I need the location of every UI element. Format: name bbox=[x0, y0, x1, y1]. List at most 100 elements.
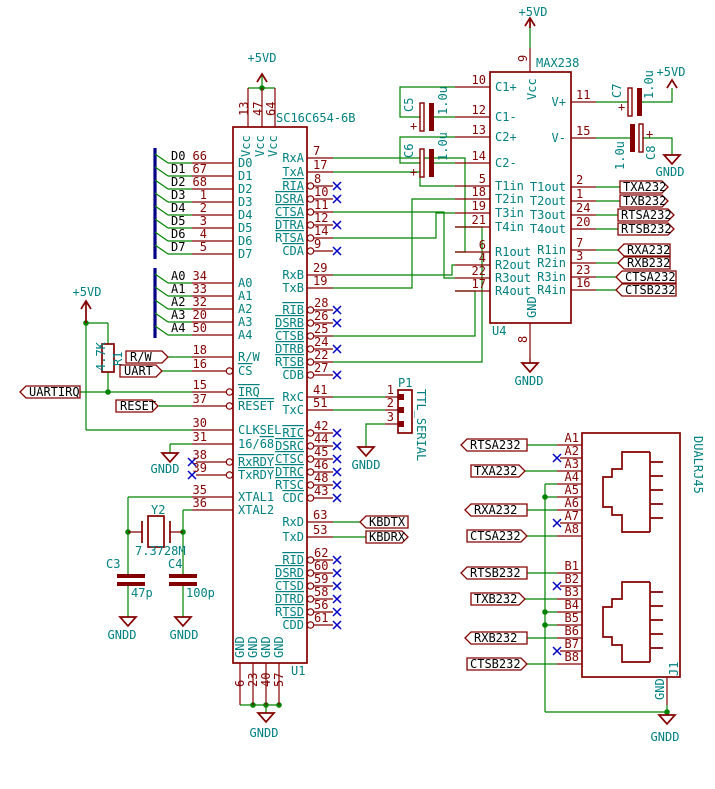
global-label-uart[interactable]: UART bbox=[119, 364, 163, 378]
power-flag-gndd-c3[interactable]: GNDD bbox=[108, 616, 138, 642]
global-label-uartirq[interactable]: UARTIRQ bbox=[19, 385, 81, 399]
pin-number: 45 bbox=[314, 445, 328, 459]
pin-number: 14 bbox=[314, 224, 328, 238]
pin-number: 6 bbox=[233, 680, 247, 687]
power-flag-gndd-j1[interactable]: GNDD bbox=[651, 714, 680, 744]
pin-name: A0 bbox=[238, 276, 252, 290]
pin-name: T1in bbox=[495, 179, 524, 193]
pin-name: RxC bbox=[282, 390, 304, 404]
pin-number: 39 bbox=[193, 461, 207, 475]
pin-number: 57 bbox=[272, 673, 286, 687]
r1-resistor[interactable]: 4.7K R1 bbox=[94, 341, 125, 373]
power-flag-5vd-c7[interactable]: +5VD bbox=[657, 65, 686, 89]
global-label-rtsa232-j1[interactable]: RTSA232 bbox=[460, 438, 528, 452]
net-label: D3 bbox=[171, 188, 185, 202]
value: TTL_SERIAL bbox=[414, 389, 428, 461]
wire-segments[interactable] bbox=[80, 28, 673, 715]
pin-name: R2in bbox=[537, 256, 566, 270]
power-label: GNDD bbox=[656, 165, 685, 179]
global-label-rtsa232-u4[interactable]: RTSA232 bbox=[617, 208, 675, 222]
global-label-rtsb232-j1[interactable]: RTSB232 bbox=[460, 566, 528, 580]
pin-name: RTSC bbox=[275, 478, 304, 492]
power-flag-gndd-p1[interactable]: GNDD bbox=[352, 446, 381, 472]
value: 100p bbox=[186, 586, 215, 600]
global-label-ctsa232-j1[interactable]: CTSA232 bbox=[466, 529, 528, 543]
global-label-rxa232-u4[interactable]: RXA232 bbox=[617, 243, 671, 257]
pin-number: 28 bbox=[314, 296, 328, 310]
pin-number: 5 bbox=[479, 172, 486, 186]
no-connect-marks bbox=[187, 181, 562, 656]
global-label-txa232-j1[interactable]: TXA232 bbox=[470, 464, 526, 478]
pin-number: 24 bbox=[576, 201, 590, 215]
global-label-rxa232-j1[interactable]: RXA232 bbox=[464, 503, 528, 517]
pin-name: GND bbox=[233, 636, 247, 658]
value: 1.0u bbox=[613, 141, 627, 170]
u1-sc16c654-ic[interactable]: SC16C654-6B U1 66 67 68 1 2 3 4 5 34 33 … bbox=[192, 88, 355, 705]
pin-number: 36 bbox=[193, 496, 207, 510]
j1-dualrj45-connector[interactable]: A1 A2 A3 A4 A5 A6 A7 A8 B1 B2 B3 B4 B5 B… bbox=[557, 431, 705, 705]
pin-name: CDC bbox=[282, 491, 304, 505]
global-label-rxb232-j1[interactable]: RXB232 bbox=[464, 631, 528, 645]
pin-number: B7 bbox=[565, 637, 579, 651]
u4-max238-ic[interactable]: MAX238 U4 10 12 13 14 5 18 19 21 6 4 22 … bbox=[455, 48, 596, 363]
pin-name: C2- bbox=[495, 156, 517, 170]
global-label-rw[interactable]: R/W bbox=[125, 350, 169, 364]
global-label-kbdrx[interactable]: KBDRX bbox=[365, 530, 409, 544]
power-flag-gndd-u1[interactable]: GNDD bbox=[250, 712, 279, 740]
polarity-plus: + bbox=[410, 165, 417, 179]
power-flag-gndd-c4[interactable]: GNDD bbox=[170, 616, 199, 642]
p1-ttl-serial-connector[interactable]: 1 2 3 P1 TTL_SERIAL bbox=[385, 376, 428, 461]
global-label-rtsb232-u4[interactable]: RTSB232 bbox=[617, 222, 675, 236]
pin-number: 16 bbox=[193, 357, 207, 371]
pin-number: 21 bbox=[472, 213, 486, 227]
pin-number: 47 bbox=[251, 102, 265, 116]
power-flag-5vd-u1[interactable]: +5VD bbox=[248, 51, 277, 83]
power-flag-5vd-u4[interactable]: +5VD bbox=[519, 5, 548, 28]
global-label-txb232-u4[interactable]: TXB232 bbox=[619, 194, 669, 208]
pin-name: RxA bbox=[282, 151, 304, 165]
c7-capacitor[interactable]: + C7 1.0u bbox=[610, 70, 656, 117]
c6-capacitor[interactable]: + C6 1.0u bbox=[402, 132, 450, 179]
global-label-ctsa232-u4[interactable]: CTSA232 bbox=[615, 270, 677, 284]
pin-number: 15 bbox=[576, 124, 590, 138]
pin-name: TxB bbox=[282, 281, 304, 295]
power-flag-gndd-clksel[interactable]: GNDD bbox=[151, 452, 180, 476]
pin-number: 15 bbox=[193, 378, 207, 392]
pin-name: GND bbox=[246, 636, 260, 658]
pin-number: B5 bbox=[565, 611, 579, 625]
label-text: R/W bbox=[130, 350, 152, 364]
power-flag-5vd-left[interactable]: +5VD bbox=[73, 285, 102, 323]
c4-capacitor[interactable]: C4 100p bbox=[168, 557, 215, 600]
global-label-rxb232-u4[interactable]: RXB232 bbox=[617, 256, 671, 270]
pin-name: GND bbox=[259, 636, 273, 658]
c5-capacitor[interactable]: + C5 1.0u bbox=[402, 86, 450, 133]
global-label-ctsb232-u4[interactable]: CTSB232 bbox=[615, 283, 677, 297]
pin-name: DTRB bbox=[275, 342, 304, 356]
pin-number: 23 bbox=[246, 673, 260, 687]
pin-name: A1 bbox=[238, 289, 252, 303]
global-label-kbdtx[interactable]: KBDTX bbox=[359, 515, 409, 529]
net-label: D2 bbox=[171, 175, 185, 189]
pin-name: XTAL2 bbox=[238, 503, 274, 517]
pin-number: 13 bbox=[237, 102, 251, 116]
c3-capacitor[interactable]: C3 47p bbox=[106, 557, 153, 600]
global-label-txa232-u4[interactable]: TXA232 bbox=[619, 180, 669, 194]
power-label: GNDD bbox=[170, 628, 199, 642]
pin-name: DTRA bbox=[275, 218, 305, 232]
pin-number: 29 bbox=[313, 261, 327, 275]
power-flag-gndd-c8[interactable]: GNDD bbox=[656, 154, 685, 179]
c8-capacitor[interactable]: + C8 1.0u bbox=[613, 123, 658, 170]
power-label: +5VD bbox=[657, 65, 686, 79]
global-label-ctsb232-j1[interactable]: CTSB232 bbox=[466, 657, 528, 671]
y2-crystal[interactable]: Y2 7.3728M bbox=[128, 503, 186, 558]
pin-name: R4in bbox=[537, 283, 566, 297]
pin-name: DSRB bbox=[275, 316, 304, 330]
global-label-reset[interactable]: RESET bbox=[115, 399, 159, 413]
bus-net-labels[interactable]: D0 D1 D2 D3 D4 D5 D6 D7 A0 A1 A2 A3 A4 bbox=[171, 149, 185, 335]
data-address-bus[interactable] bbox=[153, 148, 169, 338]
pin-number: 42 bbox=[314, 419, 328, 433]
power-flag-gndd-u4[interactable]: GNDD bbox=[515, 362, 544, 388]
pin-number: 67 bbox=[193, 162, 207, 176]
global-label-txb232-j1[interactable]: TXB232 bbox=[470, 592, 526, 606]
reference: C3 bbox=[106, 557, 120, 571]
